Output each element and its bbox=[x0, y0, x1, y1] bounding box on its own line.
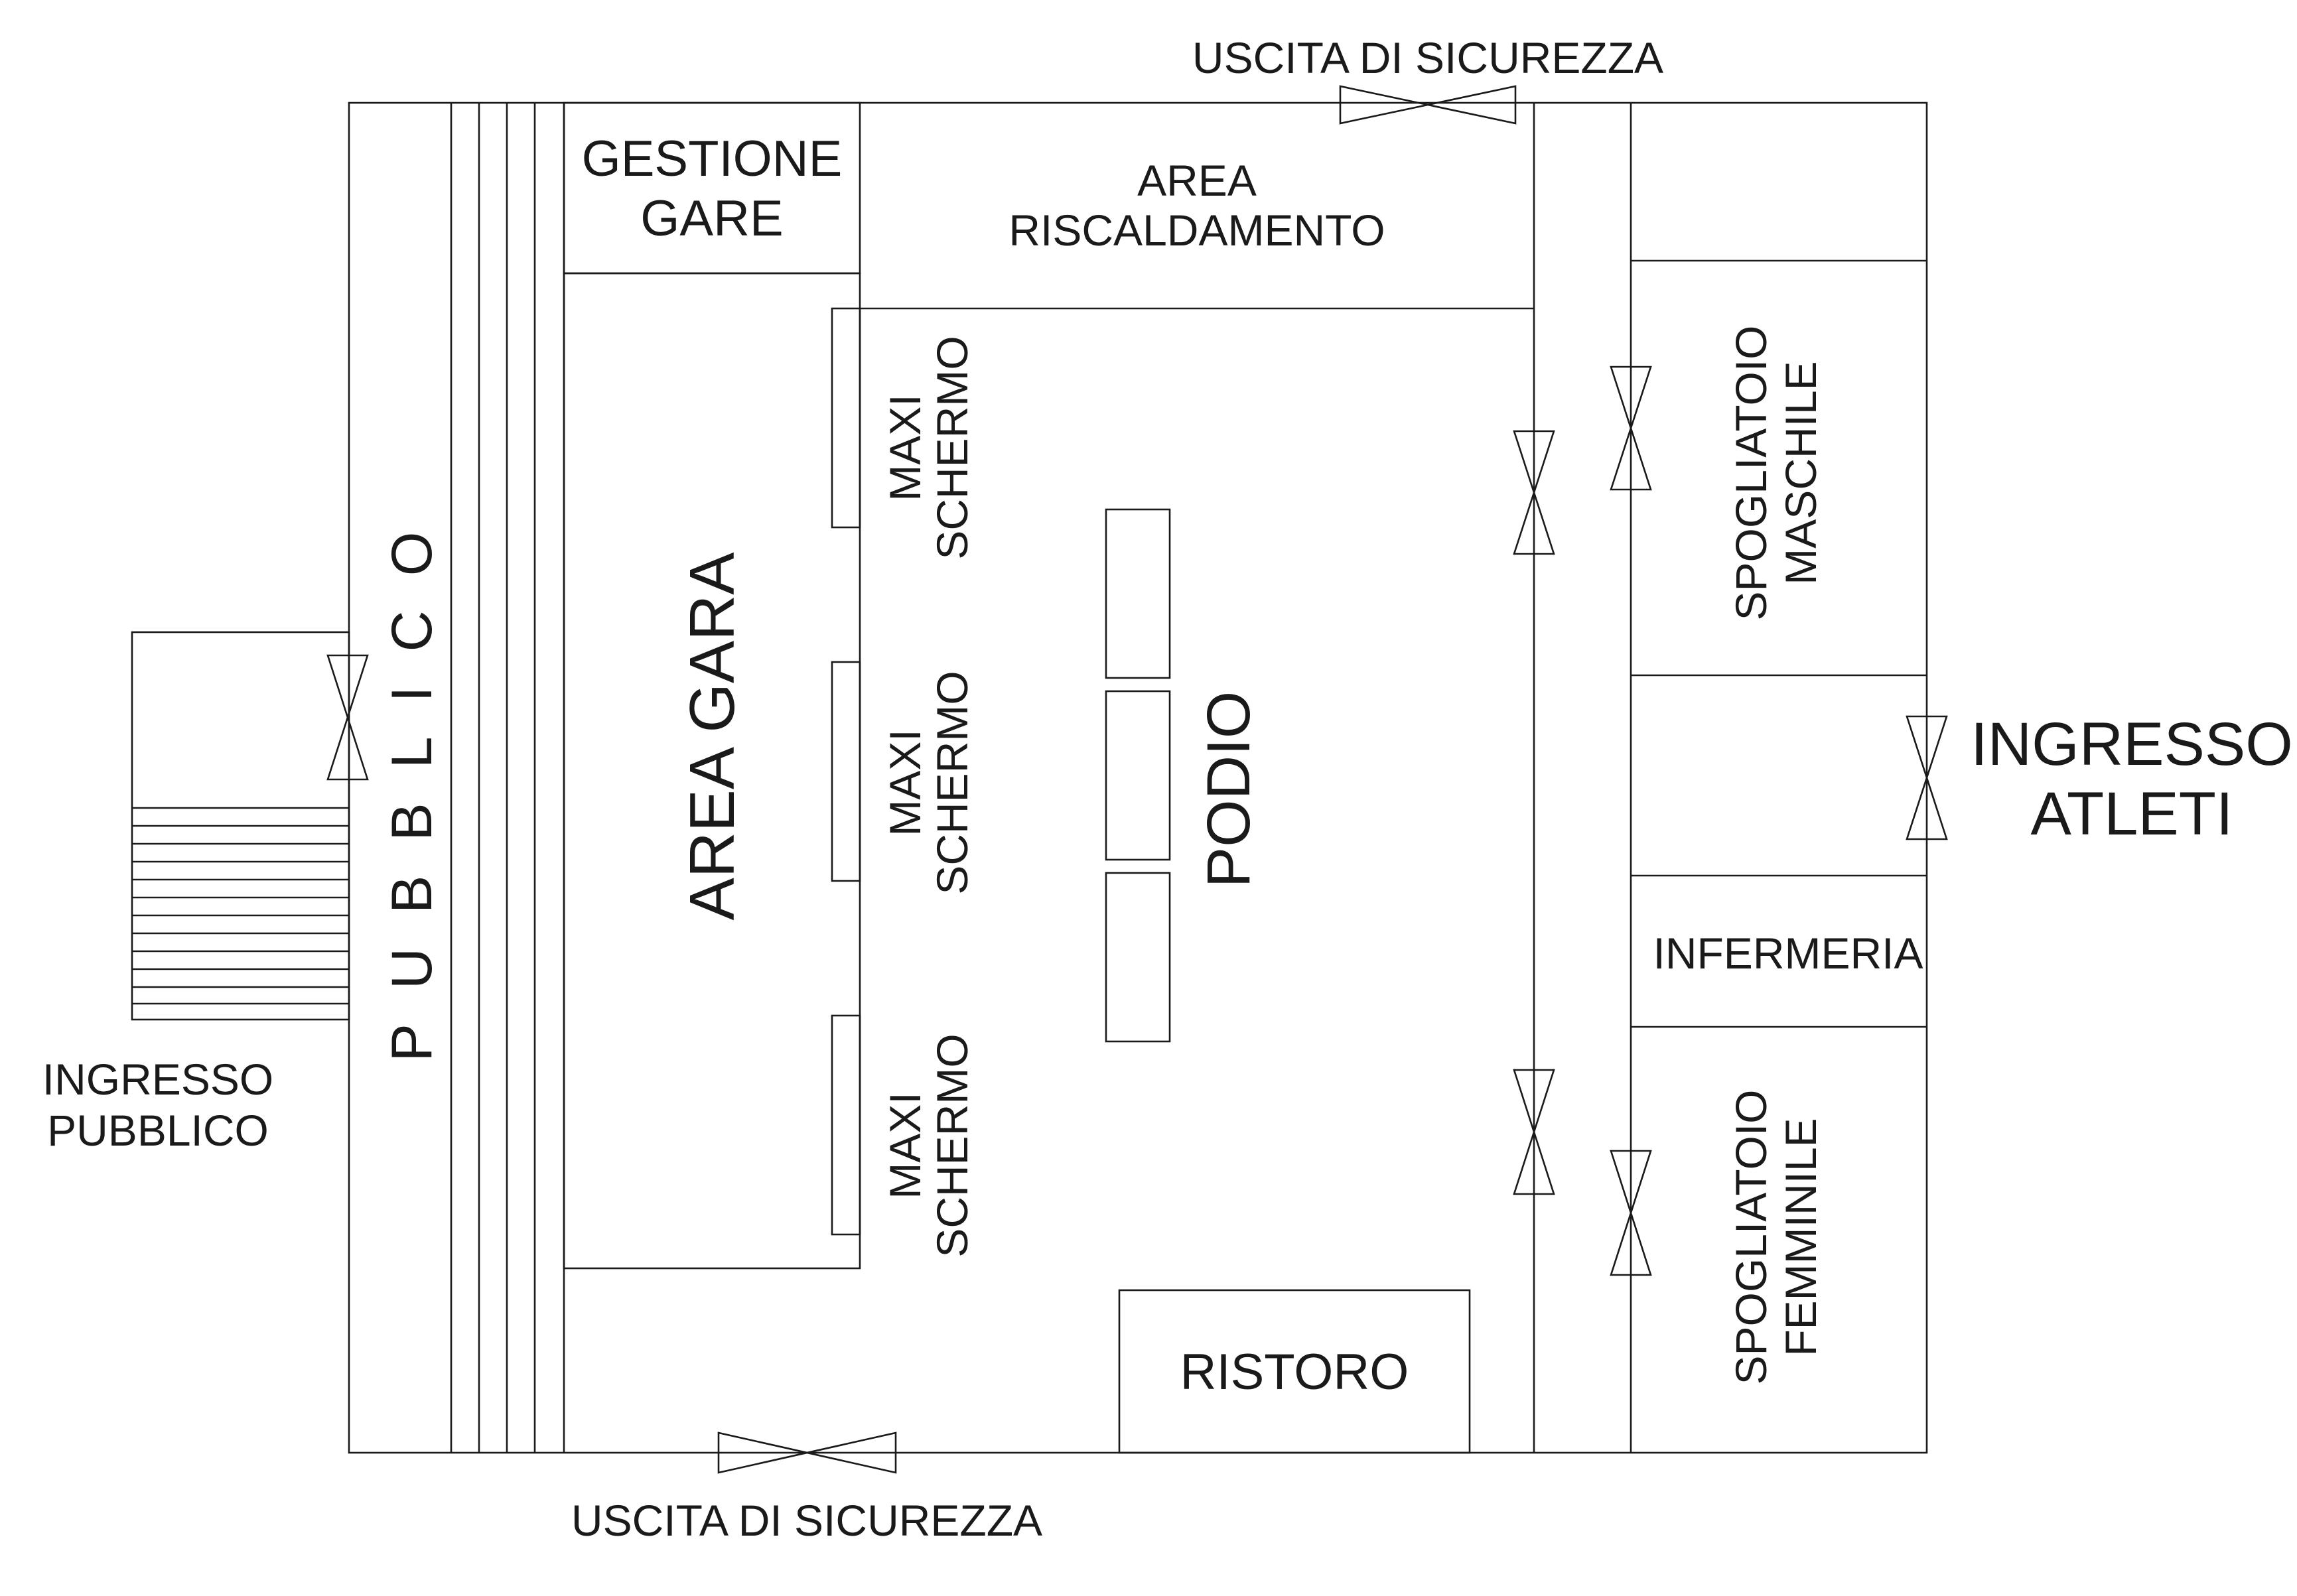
label-riscaldamento-2: RISCALDAMENTO bbox=[1009, 206, 1385, 255]
door-maschile bbox=[1610, 366, 1652, 491]
door-corridor-upper bbox=[1513, 430, 1555, 555]
label-ingresso-pubblico-2: PUBBLICO bbox=[47, 1106, 269, 1155]
bleachers bbox=[450, 103, 565, 1453]
podium-step-1 bbox=[1105, 508, 1171, 679]
label-gestione-2: GARE bbox=[640, 190, 783, 247]
door-uscita-top bbox=[1339, 85, 1517, 125]
label-femminile-1: SPOGLIATOIO bbox=[1726, 1089, 1775, 1384]
label-pubblico: PUBBLICO bbox=[380, 498, 444, 1062]
label-maschile-2: MASCHILE bbox=[1776, 361, 1825, 584]
maxi-screen-2 bbox=[831, 661, 861, 882]
label-maxi-3a: MAXI bbox=[880, 1092, 930, 1199]
label-podio: PODIO bbox=[1195, 691, 1263, 888]
label-maschile-1: SPOGLIATOIO bbox=[1726, 325, 1775, 620]
door-uscita-bottom bbox=[717, 1431, 897, 1474]
label-gestione-1: GESTIONE bbox=[582, 131, 843, 187]
label-infermeria: INFERMERIA bbox=[1653, 929, 1923, 978]
door-pubblico bbox=[326, 654, 369, 781]
door-corridor-lower bbox=[1513, 1069, 1555, 1195]
label-area-gara: AREA GARA bbox=[677, 553, 748, 921]
label-ingresso-atleti-2: ATLETI bbox=[2030, 780, 2233, 848]
label-maxi-2b: SCHERMO bbox=[928, 671, 977, 894]
door-femminile bbox=[1610, 1150, 1652, 1276]
label-uscita-bottom: USCITA DI SICUREZZA bbox=[571, 1496, 1042, 1545]
label-uscita-top: USCITA DI SICUREZZA bbox=[1192, 33, 1663, 82]
label-ingresso-pubblico-1: INGRESSO bbox=[42, 1055, 273, 1104]
room-ristoro bbox=[1118, 1289, 1471, 1454]
label-maxi-1a: MAXI bbox=[880, 394, 930, 501]
room-gestione-gare bbox=[563, 101, 861, 275]
label-maxi-1b: SCHERMO bbox=[928, 336, 977, 559]
label-ristoro: RISTORO bbox=[1180, 1344, 1409, 1400]
building-outline bbox=[348, 101, 1928, 1454]
maxi-screen-3 bbox=[831, 1014, 861, 1236]
label-riscaldamento-1: AREA bbox=[1137, 156, 1257, 205]
maxi-screen-1 bbox=[831, 307, 861, 529]
entrance-stairs bbox=[131, 631, 350, 1021]
podium-step-2 bbox=[1105, 690, 1171, 861]
door-ingresso-atleti bbox=[1906, 715, 1948, 840]
label-maxi-3b: SCHERMO bbox=[928, 1033, 977, 1257]
label-maxi-2a: MAXI bbox=[880, 729, 930, 836]
label-ingresso-atleti-1: INGRESSO bbox=[1971, 710, 2293, 778]
label-femminile-2: FEMMINILE bbox=[1776, 1118, 1825, 1356]
podium-step-3 bbox=[1105, 872, 1171, 1043]
